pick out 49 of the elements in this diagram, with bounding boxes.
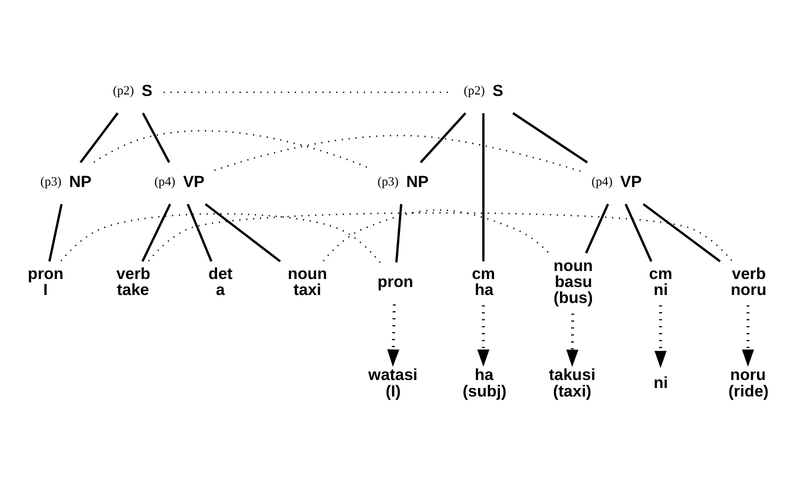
node-text: S bbox=[492, 82, 503, 100]
node-text: verb take bbox=[116, 264, 150, 300]
node-text: VP bbox=[620, 172, 642, 191]
connector bbox=[186, 204, 212, 262]
node-text: S bbox=[141, 82, 152, 100]
connector bbox=[512, 112, 588, 164]
node-text: watasi (I) bbox=[368, 366, 418, 400]
node-text: noru (ride) bbox=[728, 366, 768, 400]
connector bbox=[140, 204, 171, 262]
connector bbox=[204, 203, 280, 262]
node-text: pron bbox=[377, 272, 413, 291]
node-label: (p2) bbox=[112, 83, 134, 98]
node-text: cm ni bbox=[648, 264, 672, 300]
node-text: noun basu (bus) bbox=[553, 256, 592, 308]
node-text: noun taxi bbox=[287, 264, 327, 300]
connector bbox=[79, 112, 118, 164]
connector bbox=[584, 204, 609, 254]
node-label: (p3) bbox=[377, 174, 398, 188]
connector bbox=[624, 204, 652, 262]
node-text: det a bbox=[208, 264, 232, 300]
arrow bbox=[654, 305, 666, 368]
node-text: pron I bbox=[27, 264, 64, 300]
arrow bbox=[386, 304, 399, 367]
connector bbox=[394, 204, 402, 262]
node-text: VP bbox=[182, 172, 204, 191]
arrow bbox=[741, 305, 754, 367]
connector bbox=[642, 203, 720, 262]
connector bbox=[93, 130, 368, 168]
node-label: (p4) bbox=[591, 174, 612, 188]
arrow bbox=[476, 305, 489, 367]
connector bbox=[419, 112, 466, 164]
node-text: ha (subj) bbox=[462, 366, 506, 400]
connector bbox=[214, 134, 582, 172]
node-label: (p4) bbox=[154, 174, 175, 188]
node-label: (p3) bbox=[40, 174, 61, 188]
node-text: NP bbox=[406, 172, 428, 191]
node-text: NP bbox=[68, 172, 92, 191]
connector bbox=[482, 113, 484, 262]
node-label: (p2) bbox=[463, 83, 484, 98]
connector bbox=[48, 204, 62, 262]
connector bbox=[322, 209, 549, 262]
node-text: cm ha bbox=[471, 264, 495, 300]
node-text: verb noru bbox=[730, 264, 766, 300]
node-text: takusi (taxi) bbox=[548, 366, 595, 400]
connector bbox=[60, 213, 380, 263]
connector bbox=[148, 212, 732, 262]
node-text: ni bbox=[653, 374, 668, 392]
arrow bbox=[566, 314, 578, 367]
connector bbox=[141, 112, 170, 163]
